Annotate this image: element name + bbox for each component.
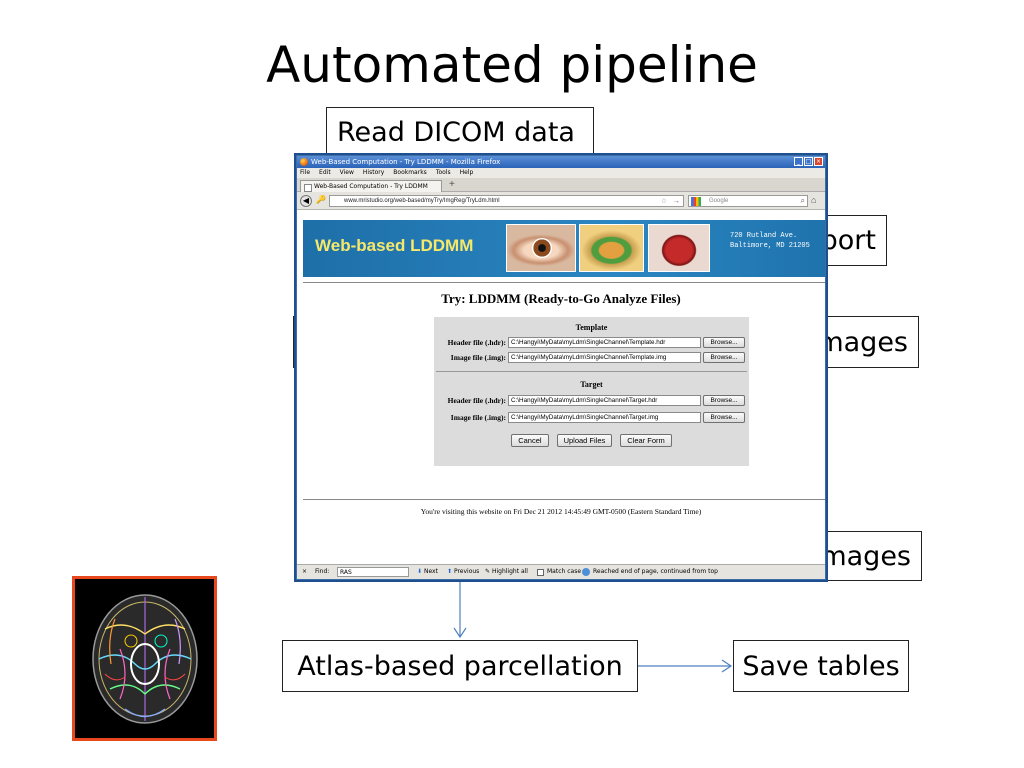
highlighter-icon: ✎ — [485, 568, 491, 575]
brain-image — [579, 224, 644, 272]
arrow-to-save-head — [721, 659, 733, 673]
new-tab-button[interactable]: + — [449, 179, 455, 190]
match-case-checkbox[interactable] — [537, 569, 544, 576]
slide-title: Automated pipeline — [266, 36, 758, 94]
eye-image — [506, 224, 576, 272]
target-img-row: Image file (.img): C:\Hangyi\MyData\myLd… — [434, 411, 745, 423]
read-dicom-box: Read DICOM data — [326, 107, 594, 157]
back-arrow-icon[interactable]: ◀ — [300, 195, 312, 207]
firefox-icon — [300, 158, 308, 166]
clear-form-button[interactable]: Clear Form — [620, 434, 672, 447]
address-line-2: Baltimore, MD 21205 — [730, 242, 810, 250]
template-hdr-row: Header file (.hdr): C:\Hangyi\MyData\myL… — [434, 336, 745, 348]
search-icon[interactable]: ⌕ — [800, 196, 805, 205]
menu-edit[interactable]: Edit — [319, 169, 331, 176]
tab-lddmm[interactable]: Web-Based Computation - Try LDDMM — [300, 180, 442, 192]
search-placeholder: Google — [709, 198, 729, 204]
find-previous-label: Previous — [453, 568, 480, 575]
menu-bookmarks[interactable]: Bookmarks — [393, 169, 427, 176]
menu-file[interactable]: File — [300, 169, 311, 176]
maximize-icon[interactable]: □ — [804, 157, 813, 166]
atlas-parcellation-label: Atlas-based parcellation — [297, 650, 623, 682]
save-tables-box: Save tables — [733, 640, 909, 692]
cancel-button[interactable]: Cancel — [511, 434, 549, 447]
wrap-info-icon — [582, 568, 590, 576]
find-close-icon[interactable]: × — [302, 568, 308, 575]
site-banner: Web-based LDDMM 720 Rutland Ave. Baltimo… — [303, 220, 825, 277]
divider-bottom — [303, 499, 825, 500]
match-case-label: Match case — [547, 568, 582, 575]
navigation-bar: ◀ 🔑 www.mristudio.org/web-based/myTry/Im… — [297, 192, 825, 210]
go-arrow-icon[interactable]: → — [673, 198, 680, 205]
template-hdr-input[interactable]: C:\Hangyi\MyData\myLdm\SingleChannel\Tem… — [508, 336, 701, 348]
url-text: www.mristudio.org/web-based/myTry/ImgReg… — [344, 198, 500, 204]
target-hdr-label: Header file (.hdr): — [447, 395, 506, 405]
google-icon[interactable] — [691, 197, 701, 206]
template-img-row: Image file (.img): C:\Hangyi\MyData\myLd… — [434, 351, 745, 363]
find-next-label: Next — [423, 568, 438, 575]
template-section-label: Template — [575, 323, 608, 332]
minimize-icon[interactable]: _ — [794, 157, 803, 166]
export-label: port — [820, 225, 876, 256]
target-hdr-row: Header file (.hdr): C:\Hangyi\MyData\myL… — [434, 394, 745, 406]
page-heading: Try: LDDMM (Ready-to-Go Analyze Files) — [441, 291, 681, 306]
site-identity-icon[interactable]: 🔑 — [316, 195, 326, 204]
menu-view[interactable]: View — [339, 169, 354, 176]
save-tables-label: Save tables — [742, 650, 900, 682]
find-bar: × Find: RAS ⬇ Next ⬆ Previous ✎ Highligh… — [297, 564, 825, 579]
form-divider — [436, 371, 747, 372]
bookmark-star-icon[interactable]: ☆ — [660, 198, 667, 205]
home-icon[interactable]: ⌂ — [811, 195, 817, 205]
browser-window: Web-Based Computation - Try LDDMM - Mozi… — [296, 155, 826, 580]
divider-top — [303, 282, 825, 283]
address-line-1: 720 Rutland Ave. — [730, 232, 798, 240]
banner-address: 720 Rutland Ave. Baltimore, MD 21205 — [730, 231, 810, 251]
menu-help[interactable]: Help — [459, 169, 474, 176]
page-content: Web-based LDDMM 720 Rutland Ave. Baltimo… — [297, 211, 825, 564]
target-section-label: Target — [580, 380, 603, 389]
template-img-input[interactable]: C:\Hangyi\MyData\myLdm\SingleChannel\Tem… — [508, 351, 701, 363]
arrow-up-icon: ⬆ — [447, 568, 453, 575]
template-img-label: Image file (.img): — [450, 352, 506, 362]
visit-timestamp: You're visiting this website on Fri Dec … — [420, 507, 702, 516]
arrow-to-atlas-head — [453, 627, 467, 639]
target-img-browse-button[interactable]: Browse... — [703, 411, 745, 423]
close-icon[interactable]: × — [814, 157, 823, 166]
find-input[interactable]: RAS — [337, 567, 409, 577]
find-next-button[interactable]: ⬇ Next — [417, 565, 438, 579]
heart-image — [648, 224, 710, 272]
brain-parcellation-drawing — [92, 594, 198, 724]
target-img-label: Image file (.img): — [450, 412, 506, 422]
window-controls: _ □ × — [794, 157, 823, 166]
url-bar[interactable]: www.mristudio.org/web-based/myTry/ImgReg… — [329, 195, 684, 207]
menu-history[interactable]: History — [362, 169, 385, 176]
upload-files-button[interactable]: Upload Files — [556, 434, 613, 447]
template-hdr-browse-button[interactable]: Browse... — [703, 336, 745, 348]
upload-form: Template Header file (.hdr): C:\Hangyi\M… — [434, 317, 749, 466]
menu-tools[interactable]: Tools — [435, 169, 451, 176]
parcellated-brain-image — [72, 576, 217, 741]
search-box[interactable]: Google ⌕ — [688, 195, 808, 207]
images-bottom-label: mages — [820, 540, 911, 572]
atlas-parcellation-box: Atlas-based parcellation — [282, 640, 638, 692]
banner-title: Web-based LDDMM — [315, 236, 474, 255]
target-img-input[interactable]: C:\Hangyi\MyData\myLdm\SingleChannel\Tar… — [508, 411, 701, 423]
window-title: Web-Based Computation - Try LDDMM - Mozi… — [311, 158, 501, 166]
template-hdr-label: Header file (.hdr): — [447, 337, 506, 347]
images-top-label: mages — [817, 326, 908, 358]
template-img-browse-button[interactable]: Browse... — [703, 351, 745, 363]
tab-bar: Web-Based Computation - Try LDDMM + — [297, 178, 825, 192]
highlight-all-label: Highlight all — [491, 568, 528, 575]
menu-bar: File Edit View History Bookmarks Tools H… — [297, 168, 825, 178]
target-hdr-input[interactable]: C:\Hangyi\MyData\myLdm\SingleChannel\Tar… — [508, 394, 701, 406]
read-dicom-label: Read DICOM data — [337, 116, 575, 148]
arrow-down-icon: ⬇ — [417, 568, 423, 575]
find-label: Find: — [315, 568, 330, 575]
find-status: Reached end of page, continued from top — [593, 568, 718, 575]
target-hdr-browse-button[interactable]: Browse... — [703, 394, 745, 406]
browser-titlebar: Web-Based Computation - Try LDDMM - Mozi… — [297, 156, 825, 168]
find-previous-button[interactable]: ⬆ Previous — [447, 565, 479, 579]
highlight-all-button[interactable]: ✎ Highlight all — [485, 565, 528, 579]
form-buttons: Cancel Upload Files Clear Form — [434, 434, 749, 447]
